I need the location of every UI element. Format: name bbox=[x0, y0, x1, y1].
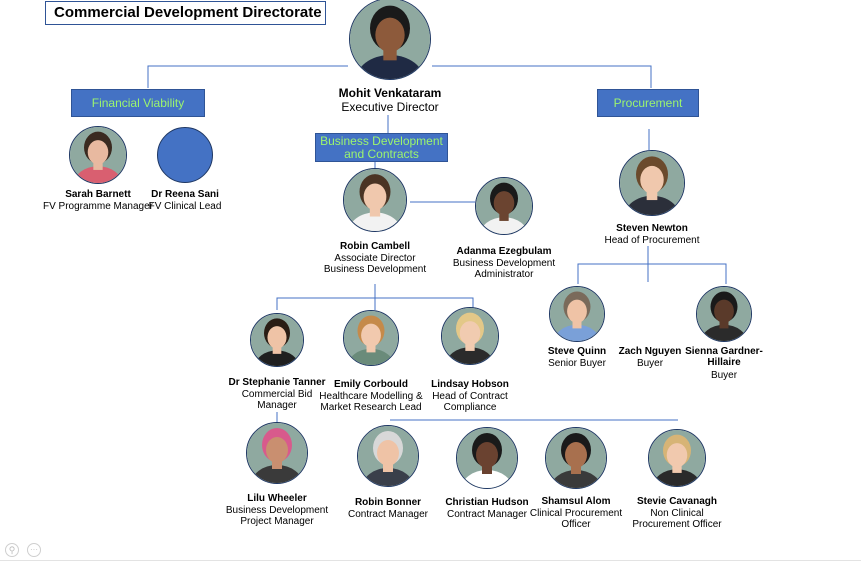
person-role: Head of Contract Compliance bbox=[432, 391, 508, 413]
person-name: Mohit Venkataram bbox=[338, 86, 442, 100]
person-name: Robin Bonner bbox=[354, 497, 422, 508]
person-name: Sarah Barnett bbox=[65, 189, 131, 200]
person-name: Steven Newton bbox=[616, 223, 688, 234]
avatar-photo-icon bbox=[648, 429, 706, 487]
person-role: Contract Manager bbox=[446, 509, 528, 520]
person-role: Healthcare Modelling & Market Research L… bbox=[319, 391, 423, 413]
person-role: Commercial Bid Manager bbox=[241, 389, 313, 411]
avatar-photo-icon bbox=[456, 427, 518, 489]
person-name: Shamsul Alom bbox=[541, 496, 611, 507]
person-role: Business Development Administrator bbox=[452, 258, 556, 280]
avatar-photo-icon bbox=[696, 286, 752, 342]
person-name: Dr Reena Sani bbox=[151, 189, 219, 200]
more-icon[interactable]: ··· bbox=[27, 543, 41, 557]
person-role: Buyer bbox=[710, 370, 738, 381]
avatar-photo-icon bbox=[619, 150, 685, 216]
avatar-photo-icon bbox=[246, 422, 308, 484]
avatar-photo-icon bbox=[441, 307, 499, 365]
person-role: Business Development Project Manager bbox=[225, 505, 329, 527]
person-role: Non Clinical Procurement Officer bbox=[632, 508, 722, 530]
avatar-photo-icon bbox=[349, 0, 431, 80]
team-business-development: Business Development and Contracts bbox=[315, 133, 448, 162]
person-name: Dr Stephanie Tanner bbox=[228, 377, 326, 388]
person-name: Emily Corbould bbox=[334, 379, 408, 390]
avatar-photo-icon bbox=[343, 310, 399, 366]
avatar-photo-icon bbox=[343, 168, 407, 232]
avatar-photo-icon bbox=[545, 427, 607, 489]
avatar-photo-icon bbox=[549, 286, 605, 342]
magnifier-icon[interactable]: ⚲ bbox=[5, 543, 19, 557]
person-name: Adanma Ezegbulam bbox=[456, 246, 552, 257]
avatar-photo-icon bbox=[357, 425, 419, 487]
avatar-photo-icon bbox=[250, 313, 304, 367]
person-role: Clinical Procurement Officer bbox=[529, 508, 623, 530]
page-title: Commercial Development Directorate bbox=[45, 1, 326, 25]
avatar-photo-icon bbox=[69, 126, 127, 184]
person-name: Sienna Gardner- Hillaire bbox=[685, 346, 763, 368]
person-name: Steve Quinn bbox=[547, 346, 607, 357]
person-name: Zach Nguyen bbox=[618, 346, 682, 357]
person-role: Head of Procurement bbox=[604, 235, 700, 246]
bottom-divider bbox=[0, 560, 861, 561]
person-role: FV Programme Manager bbox=[42, 201, 154, 212]
placeholder-circle-icon bbox=[157, 127, 213, 183]
person-name: Lilu Wheeler bbox=[247, 493, 307, 504]
person-role: Contract Manager bbox=[347, 509, 429, 520]
team-procurement: Procurement bbox=[597, 89, 699, 117]
team-financial-viability: Financial Viability bbox=[71, 89, 205, 117]
person-role: Associate Director Business Development bbox=[323, 253, 427, 275]
person-role: Executive Director bbox=[341, 100, 439, 114]
person-role: FV Clinical Lead bbox=[148, 201, 222, 212]
avatar-photo-icon bbox=[475, 177, 533, 235]
person-role: Buyer bbox=[636, 358, 664, 369]
person-name: Lindsay Hobson bbox=[431, 379, 509, 390]
person-name: Stevie Cavanagh bbox=[636, 496, 718, 507]
person-role: Senior Buyer bbox=[548, 358, 606, 369]
person-name: Robin Cambell bbox=[339, 241, 410, 252]
person-name: Christian Hudson bbox=[445, 497, 529, 508]
